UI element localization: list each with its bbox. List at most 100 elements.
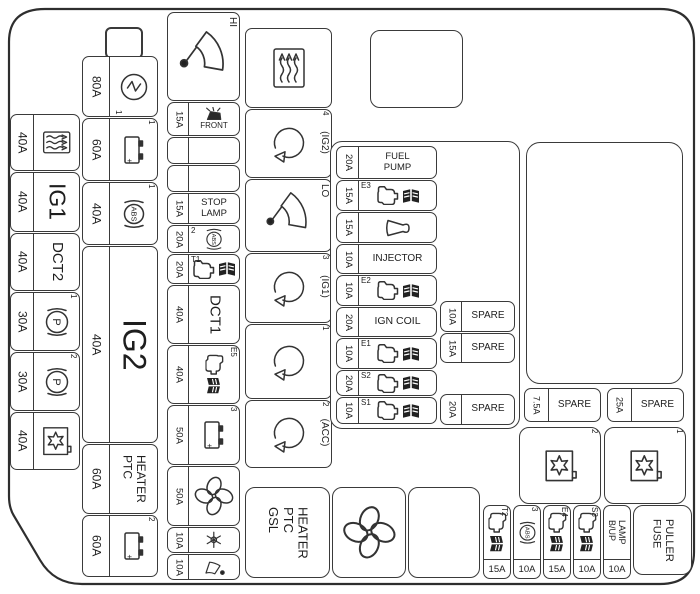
svg-text:+: + <box>125 158 134 163</box>
fuse-40a-dct1: 40A DCT1 <box>167 285 240 344</box>
amp-rating: 10A <box>446 308 458 325</box>
engine-icon <box>376 186 398 205</box>
engine-and-manual-icons <box>375 344 421 363</box>
radiator-fan-box <box>332 487 406 578</box>
amp-rating: 15A <box>173 110 185 128</box>
amp-rating: 15A <box>342 187 354 204</box>
mounting-tab <box>105 27 143 59</box>
amp-rating: 60A <box>89 468 104 490</box>
relay-fan-hi: HI <box>167 12 240 101</box>
fan-speed-icon <box>266 192 308 229</box>
amp-rating: 10A <box>173 558 185 576</box>
relay-box-2: 2 <box>519 427 601 504</box>
empty-box-bottom <box>408 487 480 578</box>
ac-snowflake-icon <box>206 531 222 549</box>
fuse-15a-horn: 15A <box>336 212 437 243</box>
engine-and-manual-icons <box>576 513 599 552</box>
amp-rating: 40A <box>15 430 30 452</box>
footnote-marker: 3 <box>229 407 238 412</box>
gsl-ptc-heater-box: GSL PTC HEATER <box>245 487 330 578</box>
footnote-marker: E3 <box>361 181 371 190</box>
relay-ig2: 4(IG2) <box>245 109 332 178</box>
amp-rating: 40A <box>89 202 104 225</box>
amp-rating: 80A <box>89 75 104 98</box>
fuse-15a-e3: 15A E3 <box>336 180 437 211</box>
circular-arrow-icon <box>273 417 304 453</box>
footnote-marker: E4 <box>560 507 569 517</box>
fuse-40a-dct1-label: DCT1 <box>206 294 224 335</box>
engine-and-manual-icons <box>375 401 421 420</box>
fuse-slot-empty-2 <box>167 165 240 192</box>
manual-book-icon <box>402 403 419 418</box>
relay-fan-hi-label: HI <box>227 17 238 27</box>
engine-and-manual-icons <box>546 513 569 552</box>
footnote-marker: 1 <box>69 294 78 299</box>
fuse-puller: FUSE PULLER <box>633 505 692 575</box>
amp-rating: 20A <box>342 313 354 331</box>
glow-plug-box <box>245 28 332 108</box>
fuse-40a-defroster: 40A <box>10 114 80 171</box>
gear-star-icon <box>630 450 663 481</box>
amp-rating: 20A <box>173 230 185 248</box>
circular-arrow-icon <box>273 127 304 163</box>
relay-box-1: 1 <box>604 427 686 504</box>
amp-rating: 40A <box>15 251 30 273</box>
footnote-marker: E5 <box>229 347 238 357</box>
svg-text:+: + <box>125 555 134 560</box>
manual-book-icon <box>402 283 419 298</box>
fuse-40a-ig2-label: IG2 <box>116 318 153 371</box>
fuse-40a-ig1-label: IG1 <box>44 183 71 221</box>
footnote-marker: 2 <box>321 402 330 407</box>
wiper-icon <box>205 561 225 575</box>
fuse-20a-abs-2: 20A ABS 2 <box>167 225 240 253</box>
amp-rating: 10A <box>342 282 354 299</box>
manual-book-icon <box>402 346 419 361</box>
horn-icon <box>385 219 410 236</box>
spare-7-5a-label: SPARE <box>557 398 592 410</box>
amp-rating: 40A <box>173 306 185 323</box>
footnote-marker: S2 <box>361 371 371 380</box>
alternator-icon <box>120 73 147 100</box>
engine-icon <box>547 513 566 534</box>
manual-book-icon <box>402 376 419 390</box>
svg-text:+: + <box>205 444 214 449</box>
footnote-marker: E1 <box>361 339 371 348</box>
footnote-marker: 3 <box>530 507 539 512</box>
amp-rating: 30A <box>15 370 30 393</box>
amp-rating: 60A <box>89 535 104 557</box>
footnote-marker: 1 <box>675 429 684 434</box>
amp-rating: 20A <box>342 374 354 392</box>
footnote-marker: 1 <box>147 184 156 189</box>
fuse-50a-blower-fan: 50A <box>167 466 240 526</box>
abs-icon: ABS <box>206 228 222 250</box>
fan-speed-icon <box>179 31 224 72</box>
manual-book-icon <box>402 188 419 203</box>
manual-book-icon <box>580 536 594 552</box>
svg-text:P: P <box>50 318 62 325</box>
manual-book-icon <box>490 536 504 552</box>
circular-arrow-icon <box>273 345 304 381</box>
engine-and-manual-icons <box>191 259 237 279</box>
footnote-marker: 1 <box>147 120 156 125</box>
fuse-60a-ptc-heater-label: PTC HEATER <box>120 455 148 503</box>
amp-rating: 15A <box>446 339 458 357</box>
fuse-20a-s2: 20A S2 <box>336 370 437 396</box>
relay-acc-label: (ACC) <box>319 418 330 447</box>
footnote-marker: 2 <box>191 226 196 235</box>
big-box-right <box>526 142 683 384</box>
amp-rating: 10A <box>604 559 630 578</box>
abs-icon: ABS <box>519 521 535 544</box>
fuse-10a-backup-lamp-label: B/UP LAMP <box>607 520 628 545</box>
relay-1: 1 <box>245 324 332 399</box>
washer-spray-icon <box>206 107 222 121</box>
footnote-marker: 1 <box>321 326 330 331</box>
svg-text:ABS: ABS <box>129 206 138 221</box>
relay-acc: 2 (ACC) <box>245 400 332 468</box>
fuse-40a-abs-1: 40A ABS 1 <box>82 182 158 245</box>
